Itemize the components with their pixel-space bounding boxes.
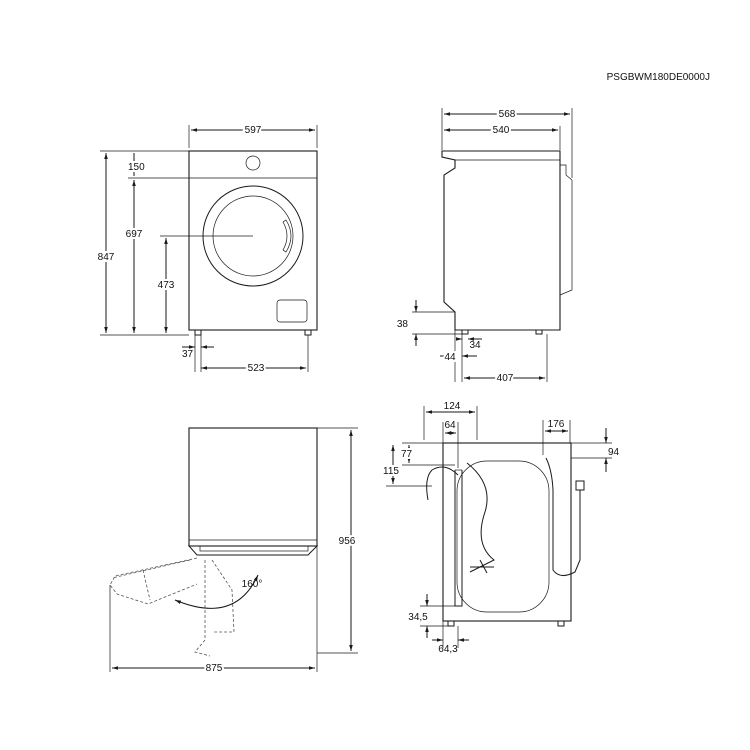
- label-total-height: 847: [98, 252, 115, 263]
- label-inlet-offset: 176: [548, 419, 565, 430]
- inlet-hose: [545, 457, 581, 576]
- side-cabinet: [441, 150, 561, 331]
- label-side-foot-spacing: 407: [497, 373, 514, 384]
- drain-hose: [454, 470, 463, 607]
- front-foot-left: [194, 329, 202, 336]
- side-foot-rear: [535, 329, 543, 335]
- model-code: PSGBWM180DE0000J: [606, 72, 710, 83]
- program-knob-icon: [245, 155, 261, 171]
- drain-hose-hook: [426, 466, 459, 501]
- door-swing-arc: [174, 574, 259, 609]
- label-top-offset: 150: [128, 162, 145, 173]
- label-body-depth: 540: [493, 125, 510, 136]
- label-foot-spacing: 523: [248, 363, 265, 374]
- filter-cover: [276, 299, 308, 323]
- label-foot-depth-offset: 34: [469, 340, 481, 351]
- label-foot-front-offset: 44: [444, 352, 456, 363]
- label-height-to-top: 697: [126, 229, 143, 240]
- rear-cabinet: [442, 442, 572, 622]
- label-total-depth: 568: [499, 109, 516, 120]
- label-open-depth: 875: [206, 663, 223, 674]
- front-foot-right: [304, 329, 312, 336]
- inlet-connector: [575, 480, 585, 491]
- side-view: 568 540 38 34 44 407: [397, 107, 573, 386]
- rear-access-panel: [456, 460, 550, 613]
- rear-foot-right: [557, 620, 565, 627]
- label-foot-offset: 37: [182, 349, 194, 360]
- door-handle: [282, 219, 292, 253]
- front-panel-edge: [187, 545, 319, 556]
- label-inlet-height: 94: [608, 447, 620, 458]
- label-bottom-drain-offset: 64,3: [438, 644, 458, 655]
- front-view: 597 847 150 697 473 37 523: [96, 123, 318, 376]
- rear-foot-left: [447, 620, 455, 627]
- label-front-width: 597: [245, 125, 262, 136]
- door-view: 160° 956 875: [109, 427, 358, 676]
- label-foot-height: 38: [397, 319, 409, 330]
- label-door-angle: 160°: [242, 579, 263, 590]
- label-door-height: 956: [339, 536, 356, 547]
- label-bottom-drain-height: 34,5: [408, 612, 428, 623]
- side-foot-front: [461, 329, 469, 335]
- top-cabinet: [188, 427, 318, 547]
- open-door-outline: [109, 557, 198, 605]
- label-hose-left-offset: 124: [444, 401, 461, 412]
- label-top-to-drain: 115: [383, 466, 399, 477]
- power-plug-icon: [470, 559, 494, 574]
- rear-view: 124 64 77 115 176 94 34,5: [381, 401, 620, 655]
- rear-protrusion: [559, 164, 573, 296]
- label-hose-left-inner: 64: [444, 420, 456, 431]
- label-drum-height: 473: [158, 280, 175, 291]
- label-top-to-inlet: 77: [401, 449, 413, 460]
